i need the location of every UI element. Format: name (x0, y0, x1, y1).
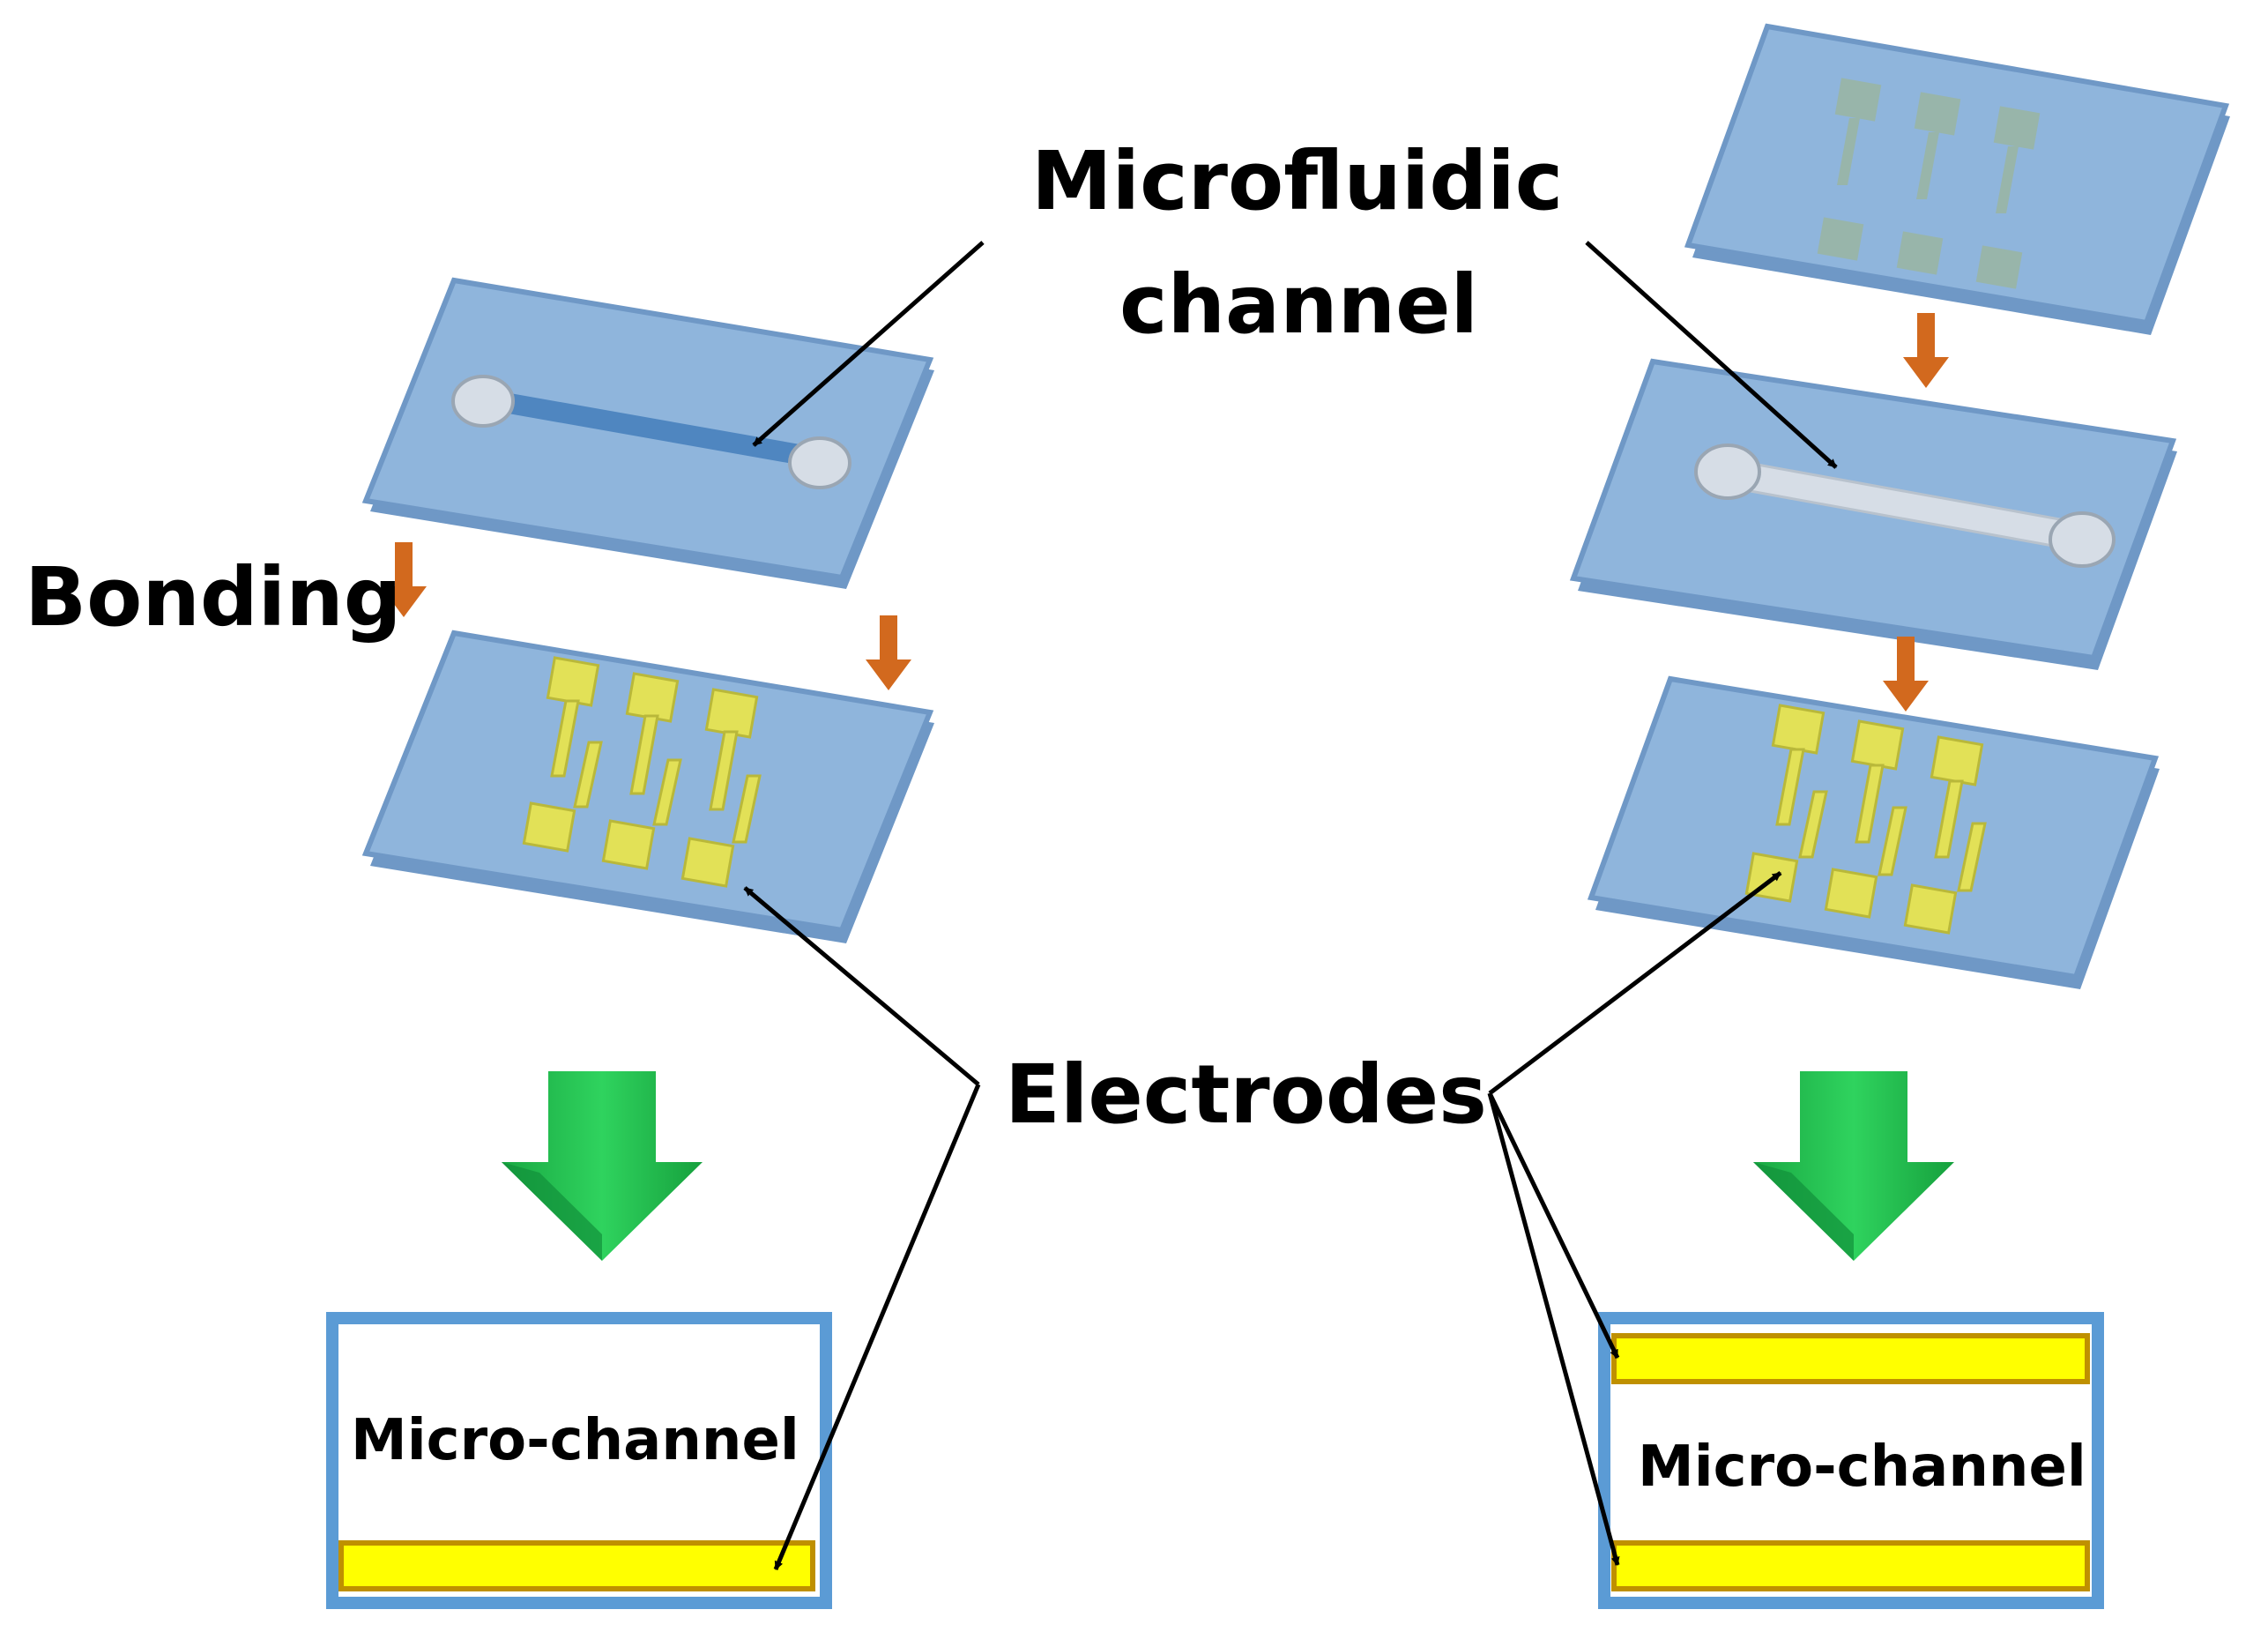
left-outlet-port (788, 436, 851, 489)
microfluidic-label-line2: channel (1119, 257, 1479, 352)
pointer-microfluidic-left (752, 241, 985, 447)
down-arrow-icon (1903, 313, 1949, 388)
electrodes-label: Electrodes (1005, 1047, 1487, 1142)
down-arrow-icon (866, 615, 911, 690)
electrode-lead (732, 774, 762, 844)
right-cover-chip (1684, 23, 2230, 335)
pointer-electrodes-right (1488, 871, 1782, 1095)
electrode-pad (704, 688, 759, 739)
pointer-lines (743, 241, 1838, 1570)
faint-electrode-pad (1914, 92, 1961, 136)
electrode-pad (625, 672, 680, 723)
right-green-arrow-icon (1753, 1071, 1954, 1261)
faint-electrode-pad (1896, 231, 1944, 275)
electrode-lead (1934, 779, 1964, 859)
electrode-lead (573, 741, 603, 809)
pointer-electrodes-left (743, 886, 980, 1086)
electrode-lead (1878, 806, 1907, 876)
right-inlet-port (1694, 443, 1761, 500)
faint-electrode-lead (1916, 132, 1939, 199)
left-bottom-electrode-bar (338, 1540, 815, 1591)
left-electrode-chip (361, 630, 934, 943)
right-top-electrode-bar (1611, 1333, 2090, 1384)
faint-electrode-pad (1993, 106, 2041, 150)
faint-electrode-pad (1975, 245, 2023, 289)
electrode-lead (1798, 790, 1828, 859)
electrode-pad (1824, 868, 1878, 919)
down-arrow-icon (1883, 637, 1929, 712)
electrode-pad (601, 819, 656, 870)
micro-channel-label-left: Micro-channel (351, 1408, 799, 1473)
left-channel-chip (361, 277, 934, 589)
electrode-pad (1903, 883, 1958, 935)
pointer-electrodes-right-top (1487, 1092, 1620, 1360)
electrode-lead (550, 699, 580, 778)
faint-electrode-pad (1817, 217, 1864, 261)
left-cross-section (326, 1312, 832, 1609)
electrode-pad (522, 801, 576, 853)
pointer-electrodes-right-bottom (1487, 1092, 1620, 1566)
right-electrode-chip (1587, 675, 2160, 989)
pointer-electrodes-left-bar (773, 1084, 981, 1570)
electrode-lead (709, 730, 739, 811)
electrode-lead (629, 714, 659, 795)
bonding-arrow-icon (381, 542, 427, 617)
electrode-pad (1850, 719, 1905, 771)
pointer-microfluidic-right (1585, 241, 1838, 469)
faint-electrode-lead (1837, 118, 1860, 185)
left-green-arrow-icon (502, 1071, 703, 1261)
faint-electrode-lead (1996, 146, 2019, 213)
right-outlet-port (2049, 511, 2116, 568)
micro-channel-label-right: Micro-channel (1638, 1435, 2086, 1500)
electrode-pad (680, 837, 735, 888)
microfluidic-label-line1: Microfluidic (1031, 134, 1564, 228)
electrode-lead (652, 758, 682, 826)
electrode-pad (546, 656, 600, 707)
electrode-lead (1775, 748, 1805, 826)
electrode-pad (1771, 704, 1826, 755)
bonding-label: Bonding (25, 550, 402, 645)
right-cross-section (1598, 1312, 2104, 1609)
electrode-lead (1855, 764, 1885, 844)
right-channel-chip (1569, 358, 2177, 670)
right-bottom-electrode-bar (1611, 1540, 2090, 1591)
electrode-lead (1957, 822, 1987, 892)
left-inlet-port (451, 375, 515, 428)
electrode-pad (1930, 735, 1984, 786)
faint-electrode-pad (1834, 78, 1882, 122)
